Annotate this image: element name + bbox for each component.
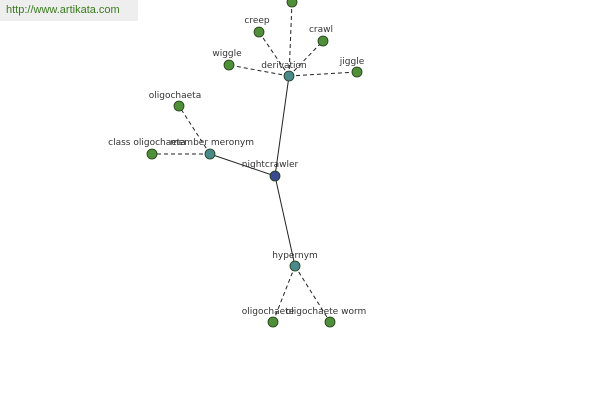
node-top-offscreen[interactable] [286, 0, 298, 8]
node-creep[interactable] [253, 26, 265, 38]
node-oligochaete[interactable] [267, 316, 279, 328]
node-label-oligochaete: oligochaete [242, 307, 295, 317]
edge-nightcrawler-to-derivation [274, 75, 290, 177]
node-derivation[interactable] [283, 70, 295, 82]
node-oligochaeta[interactable] [173, 100, 185, 112]
node-wiggle[interactable] [223, 59, 235, 71]
node-label-wiggle: wiggle [212, 49, 242, 59]
edge-derivation-to-jiggle [288, 71, 358, 77]
edge-derivation-to-wiggle [228, 64, 290, 77]
node-label-hypernym: hypernym [272, 251, 318, 261]
node-label-creep: creep [244, 16, 270, 26]
edge-nightcrawler-to-hypernym [274, 175, 296, 267]
node-label-jiggle: jiggle [339, 57, 365, 67]
node-label-crawl: crawl [309, 25, 333, 35]
label-layer: nightcrawler derivation member meronym hype… [108, 16, 366, 317]
edge-derivation-to-top_offscreen [288, 1, 293, 77]
node-class-oligochaeta[interactable] [146, 148, 158, 160]
edge-member_meronym-to-oligochaeta [178, 105, 211, 155]
edge-nightcrawler-to-member_meronym [209, 153, 276, 177]
node-label-class-oligochaeta: class oligochaeta [108, 138, 186, 148]
node-jiggle[interactable] [351, 66, 363, 78]
node-label-nightcrawler: nightcrawler [242, 160, 299, 170]
node-layer [146, 0, 363, 328]
node-hypernym[interactable] [289, 260, 301, 272]
source-url[interactable]: http://www.artikata.com [0, 0, 138, 21]
node-label-oligochaete-worm: oligochaete worm [286, 307, 367, 317]
node-member-meronym[interactable] [204, 148, 216, 160]
edge-derivation-to-crawl [288, 40, 324, 77]
node-label-derivation: derivation [261, 61, 307, 71]
node-label-oligochaeta: oligochaeta [149, 91, 201, 101]
edge-layer [152, 1, 358, 323]
node-label-member-meronym: member meronym [170, 138, 254, 148]
edge-derivation-to-creep [258, 31, 290, 77]
node-crawl[interactable] [317, 35, 329, 47]
edge-hypernym-to-oligochaete [272, 265, 296, 323]
node-oligochaete-worm[interactable] [324, 316, 336, 328]
node-nightcrawler[interactable] [269, 170, 281, 182]
